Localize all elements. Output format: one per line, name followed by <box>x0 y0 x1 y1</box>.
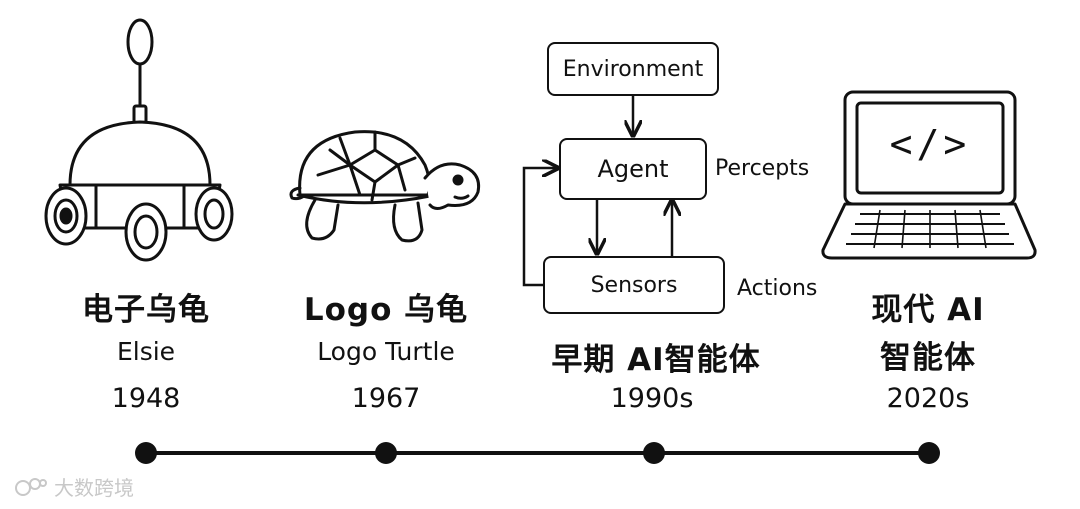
watermark: 大数跨境 <box>14 472 134 501</box>
timeline-dot-1990s <box>643 442 665 464</box>
early-ai-title: 早期 AI智能体 <box>551 342 761 378</box>
watermark-text: 大数跨境 <box>54 476 134 500</box>
environment-box: Environment <box>547 42 719 96</box>
percepts-label: Percepts <box>715 156 810 181</box>
modern-ai-title-line2: 智能体 <box>880 340 976 376</box>
timeline-dot-1948 <box>135 442 157 464</box>
actions-label: Actions <box>737 276 818 301</box>
logo-turtle-year: 1967 <box>351 383 421 414</box>
logo-mark-icon <box>15 477 47 496</box>
logo-turtle-subtitle: Logo Turtle <box>317 337 455 366</box>
elsie-title: 电子乌龟 <box>82 292 210 328</box>
laptop-code-text: </> <box>889 122 971 166</box>
timeline-dot-1967 <box>375 442 397 464</box>
early-ai-year: 1990s <box>610 383 694 414</box>
sensors-box: Sensors <box>543 256 725 314</box>
logo-turtle-title: Logo 乌龟 <box>303 292 469 328</box>
elsie-year: 1948 <box>111 383 181 414</box>
agent-diagram-arrows <box>522 96 672 287</box>
elsie-subtitle: Elsie <box>116 337 176 366</box>
turtle-icon <box>289 130 481 243</box>
timeline-dot-2020s <box>918 442 940 464</box>
modern-ai-title-line1: 现代 AI <box>871 292 985 328</box>
modern-ai-year: 2020s <box>886 383 970 414</box>
laptop-code-icon <box>821 90 1037 260</box>
timeline-axis <box>135 442 940 464</box>
agent-box: Agent <box>559 138 707 200</box>
elsie-robot-icon <box>44 18 234 262</box>
